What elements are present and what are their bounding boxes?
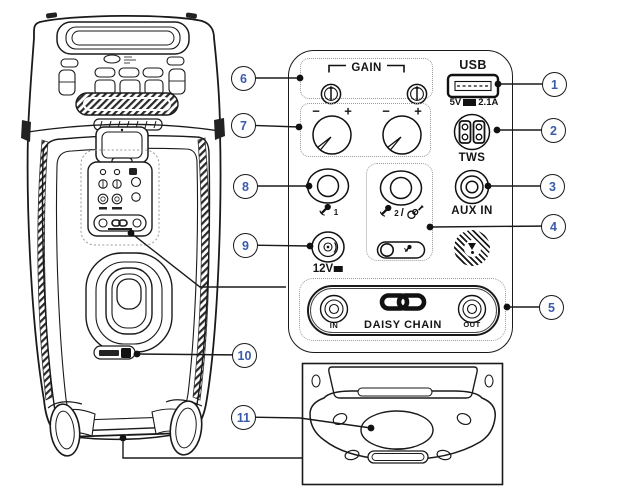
callout-5-number: 5 <box>548 300 555 315</box>
daisy-chain-link-icon <box>379 293 427 311</box>
gain-trimmer-group: GAIN <box>300 58 433 105</box>
plus-sign: + <box>414 103 422 119</box>
connector-door <box>80 126 160 246</box>
top-right-tab <box>185 12 197 19</box>
carry-handle <box>75 92 179 116</box>
minus-sign: − <box>312 103 320 119</box>
aux-in-label: AUX IN <box>451 205 493 217</box>
dc-in-jack-icon <box>311 231 345 263</box>
wheel-left <box>47 401 83 457</box>
dc-symbol-icon <box>463 99 477 106</box>
usb-current: 2.1A <box>478 97 499 108</box>
model-badge <box>93 345 136 360</box>
mic1-jack-icon <box>306 168 350 204</box>
gain-header: GAIN <box>301 61 432 75</box>
callout-7-number: 7 <box>240 118 247 133</box>
daisy-in-jack-icon <box>319 294 349 324</box>
usb-rating: 5V 2.1A <box>447 97 501 108</box>
bottom-view-inset <box>301 362 504 486</box>
mode-button-2 <box>118 67 140 78</box>
callout-2: 2 <box>541 118 566 143</box>
door-mini-panel <box>87 161 153 237</box>
daisy-in-label: IN <box>329 321 339 330</box>
gain-knob-group: − + − + <box>300 103 431 157</box>
mic2-guitar-group: 2 / <box>366 163 433 261</box>
callout-1: 1 <box>542 72 567 97</box>
gain-bracket-right <box>386 64 405 72</box>
usb-port-icon <box>446 73 500 99</box>
daisy-out-label: OUT <box>463 320 481 329</box>
callout-10: 10 <box>232 343 257 368</box>
top-left-tab <box>46 12 58 19</box>
callout-3-number: 3 <box>549 179 556 194</box>
tws-label: TWS <box>458 152 486 164</box>
power-button <box>60 58 79 68</box>
gain-knob-2-icon <box>382 115 422 155</box>
mic-icon <box>319 203 331 216</box>
daisy-chain-plate-inner <box>310 288 497 333</box>
left-side-tab <box>21 120 31 142</box>
daisy-chain-label: DAISY CHAIN <box>364 319 442 331</box>
gain-trimmer-2-icon <box>406 83 428 105</box>
mic1-index: 1 <box>333 208 339 217</box>
callout-2-number: 2 <box>550 123 557 138</box>
top-handle-slot <box>56 21 190 55</box>
callout-9: 9 <box>233 233 258 258</box>
inset-frame <box>301 362 504 486</box>
daisy-out-jack-icon <box>457 294 487 324</box>
volume-rocker-button <box>168 68 186 95</box>
minus-sign: − <box>382 103 390 119</box>
aux-in-jack-icon <box>454 169 490 205</box>
callout-7: 7 <box>231 113 256 138</box>
callout-1-number: 1 <box>551 77 558 92</box>
mode-button-3 <box>142 67 164 78</box>
callout-3: 3 <box>540 174 565 199</box>
handle-recess <box>85 252 173 353</box>
callout-8-number: 8 <box>242 179 249 194</box>
mic-toggle-switch <box>376 241 426 259</box>
callout-6: 6 <box>231 66 256 91</box>
gain-bracket-left <box>328 64 347 72</box>
connector-panel: GAIN − + − + <box>288 50 513 353</box>
callout-6-number: 6 <box>240 71 247 86</box>
callout-10-number: 10 <box>237 348 252 363</box>
dc-in-caption: 12V <box>312 263 344 275</box>
tws-connector-icon <box>453 113 491 151</box>
gain-label: GAIN <box>351 62 382 74</box>
mic2-guitar-caption: 2 / <box>378 204 424 219</box>
guitar-icon <box>406 205 424 219</box>
dc-symbol-icon <box>334 266 344 272</box>
warning-icon <box>454 230 490 266</box>
right-side-tab <box>214 118 225 140</box>
mic2-jack-icon <box>379 170 423 206</box>
mic-icon <box>379 204 392 217</box>
mode-button-1 <box>94 67 116 78</box>
callout-5: 5 <box>539 295 564 320</box>
dc-in-label: 12V <box>312 263 334 275</box>
bt-button <box>166 56 185 66</box>
daisy-chain-group: IN OUT DAISY CHAIN <box>299 278 506 341</box>
separator: / <box>400 207 404 219</box>
usb-label: USB <box>459 58 487 72</box>
callout-11-number: 11 <box>236 410 251 425</box>
callout-9-number: 9 <box>242 238 249 253</box>
callout-4-number: 4 <box>550 219 557 234</box>
warning-exclamation <box>463 239 481 257</box>
plus-sign: + <box>344 103 352 119</box>
mic2-index: 2 <box>394 209 399 218</box>
mic1-caption: 1 <box>318 203 338 218</box>
usb-voltage: 5V <box>449 97 462 108</box>
left-grille-strip <box>37 139 53 401</box>
daisy-chain-plate <box>307 285 500 336</box>
status-led <box>103 54 121 64</box>
callout-8: 8 <box>233 174 258 199</box>
gain-trimmer-1-icon <box>320 83 342 105</box>
left-rocker-button <box>58 69 76 96</box>
callout-4: 4 <box>541 214 566 239</box>
gain-knob-1-icon <box>312 115 352 155</box>
callout-11: 11 <box>231 405 256 430</box>
